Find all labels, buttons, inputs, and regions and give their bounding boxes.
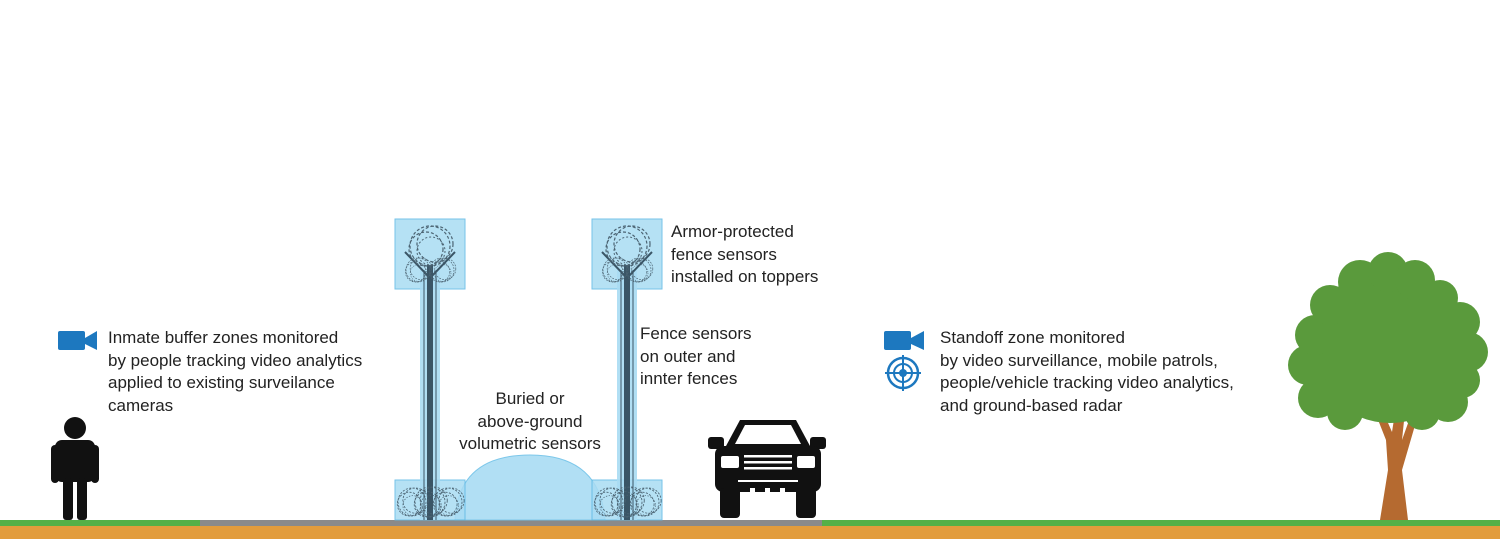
label-line: cameras <box>108 395 174 415</box>
topper-arms <box>601 251 653 279</box>
tree-canopy <box>1288 252 1488 430</box>
label-line: Armor-protected <box>671 222 794 241</box>
label-line: volumetric sensors <box>459 434 601 453</box>
tree-trunk <box>1371 400 1418 520</box>
road-strip <box>200 520 822 526</box>
soil-strip <box>0 526 1500 539</box>
truck-icon <box>708 420 826 518</box>
armor-topper-label: Armor-protected fence sensors installed … <box>671 221 818 289</box>
radar-target-icon <box>885 355 921 391</box>
label-line: and ground-based radar <box>940 395 1123 415</box>
ground <box>0 520 1500 539</box>
fence-post <box>427 265 433 520</box>
label-line: installed on toppers <box>671 267 819 286</box>
volumetric-sensor-zone <box>454 454 606 521</box>
label-line: Fence sensors <box>640 324 752 343</box>
label-line: applied to existing surveilance <box>108 373 335 392</box>
fence-sensors-label: Fence sensors on outer and innter fences <box>640 323 752 391</box>
tree-icon <box>1288 252 1488 520</box>
label-line: Buried or <box>495 389 565 408</box>
video-camera-icon <box>58 331 97 350</box>
outer-fence <box>591 218 663 521</box>
label-line: by video surveillance, mobile patrols, <box>940 350 1218 370</box>
label-line: by people tracking video analytics <box>108 350 363 370</box>
label-line: fence sensors <box>671 244 777 264</box>
topper-arms <box>404 251 456 279</box>
label-line: innter fences <box>640 369 738 388</box>
video-camera-icon <box>884 331 924 350</box>
label-line: on outer and <box>640 346 736 366</box>
label-line: Inmate buffer zones monitored <box>108 328 339 347</box>
inner-fence <box>394 218 466 521</box>
volumetric-sensors-label: Buried or above-ground volumetric sensor… <box>440 388 620 456</box>
fence-post <box>624 265 630 520</box>
person-icon <box>51 417 99 520</box>
label-line: people/vehicle tracking video analytics, <box>940 373 1234 392</box>
label-line: Standoff zone monitored <box>940 328 1125 347</box>
label-line: above-ground <box>477 411 583 431</box>
standoff-zone-label: Standoff zone monitored by video surveil… <box>940 327 1234 417</box>
inmate-buffer-label: Inmate buffer zones monitored by people … <box>108 327 362 417</box>
